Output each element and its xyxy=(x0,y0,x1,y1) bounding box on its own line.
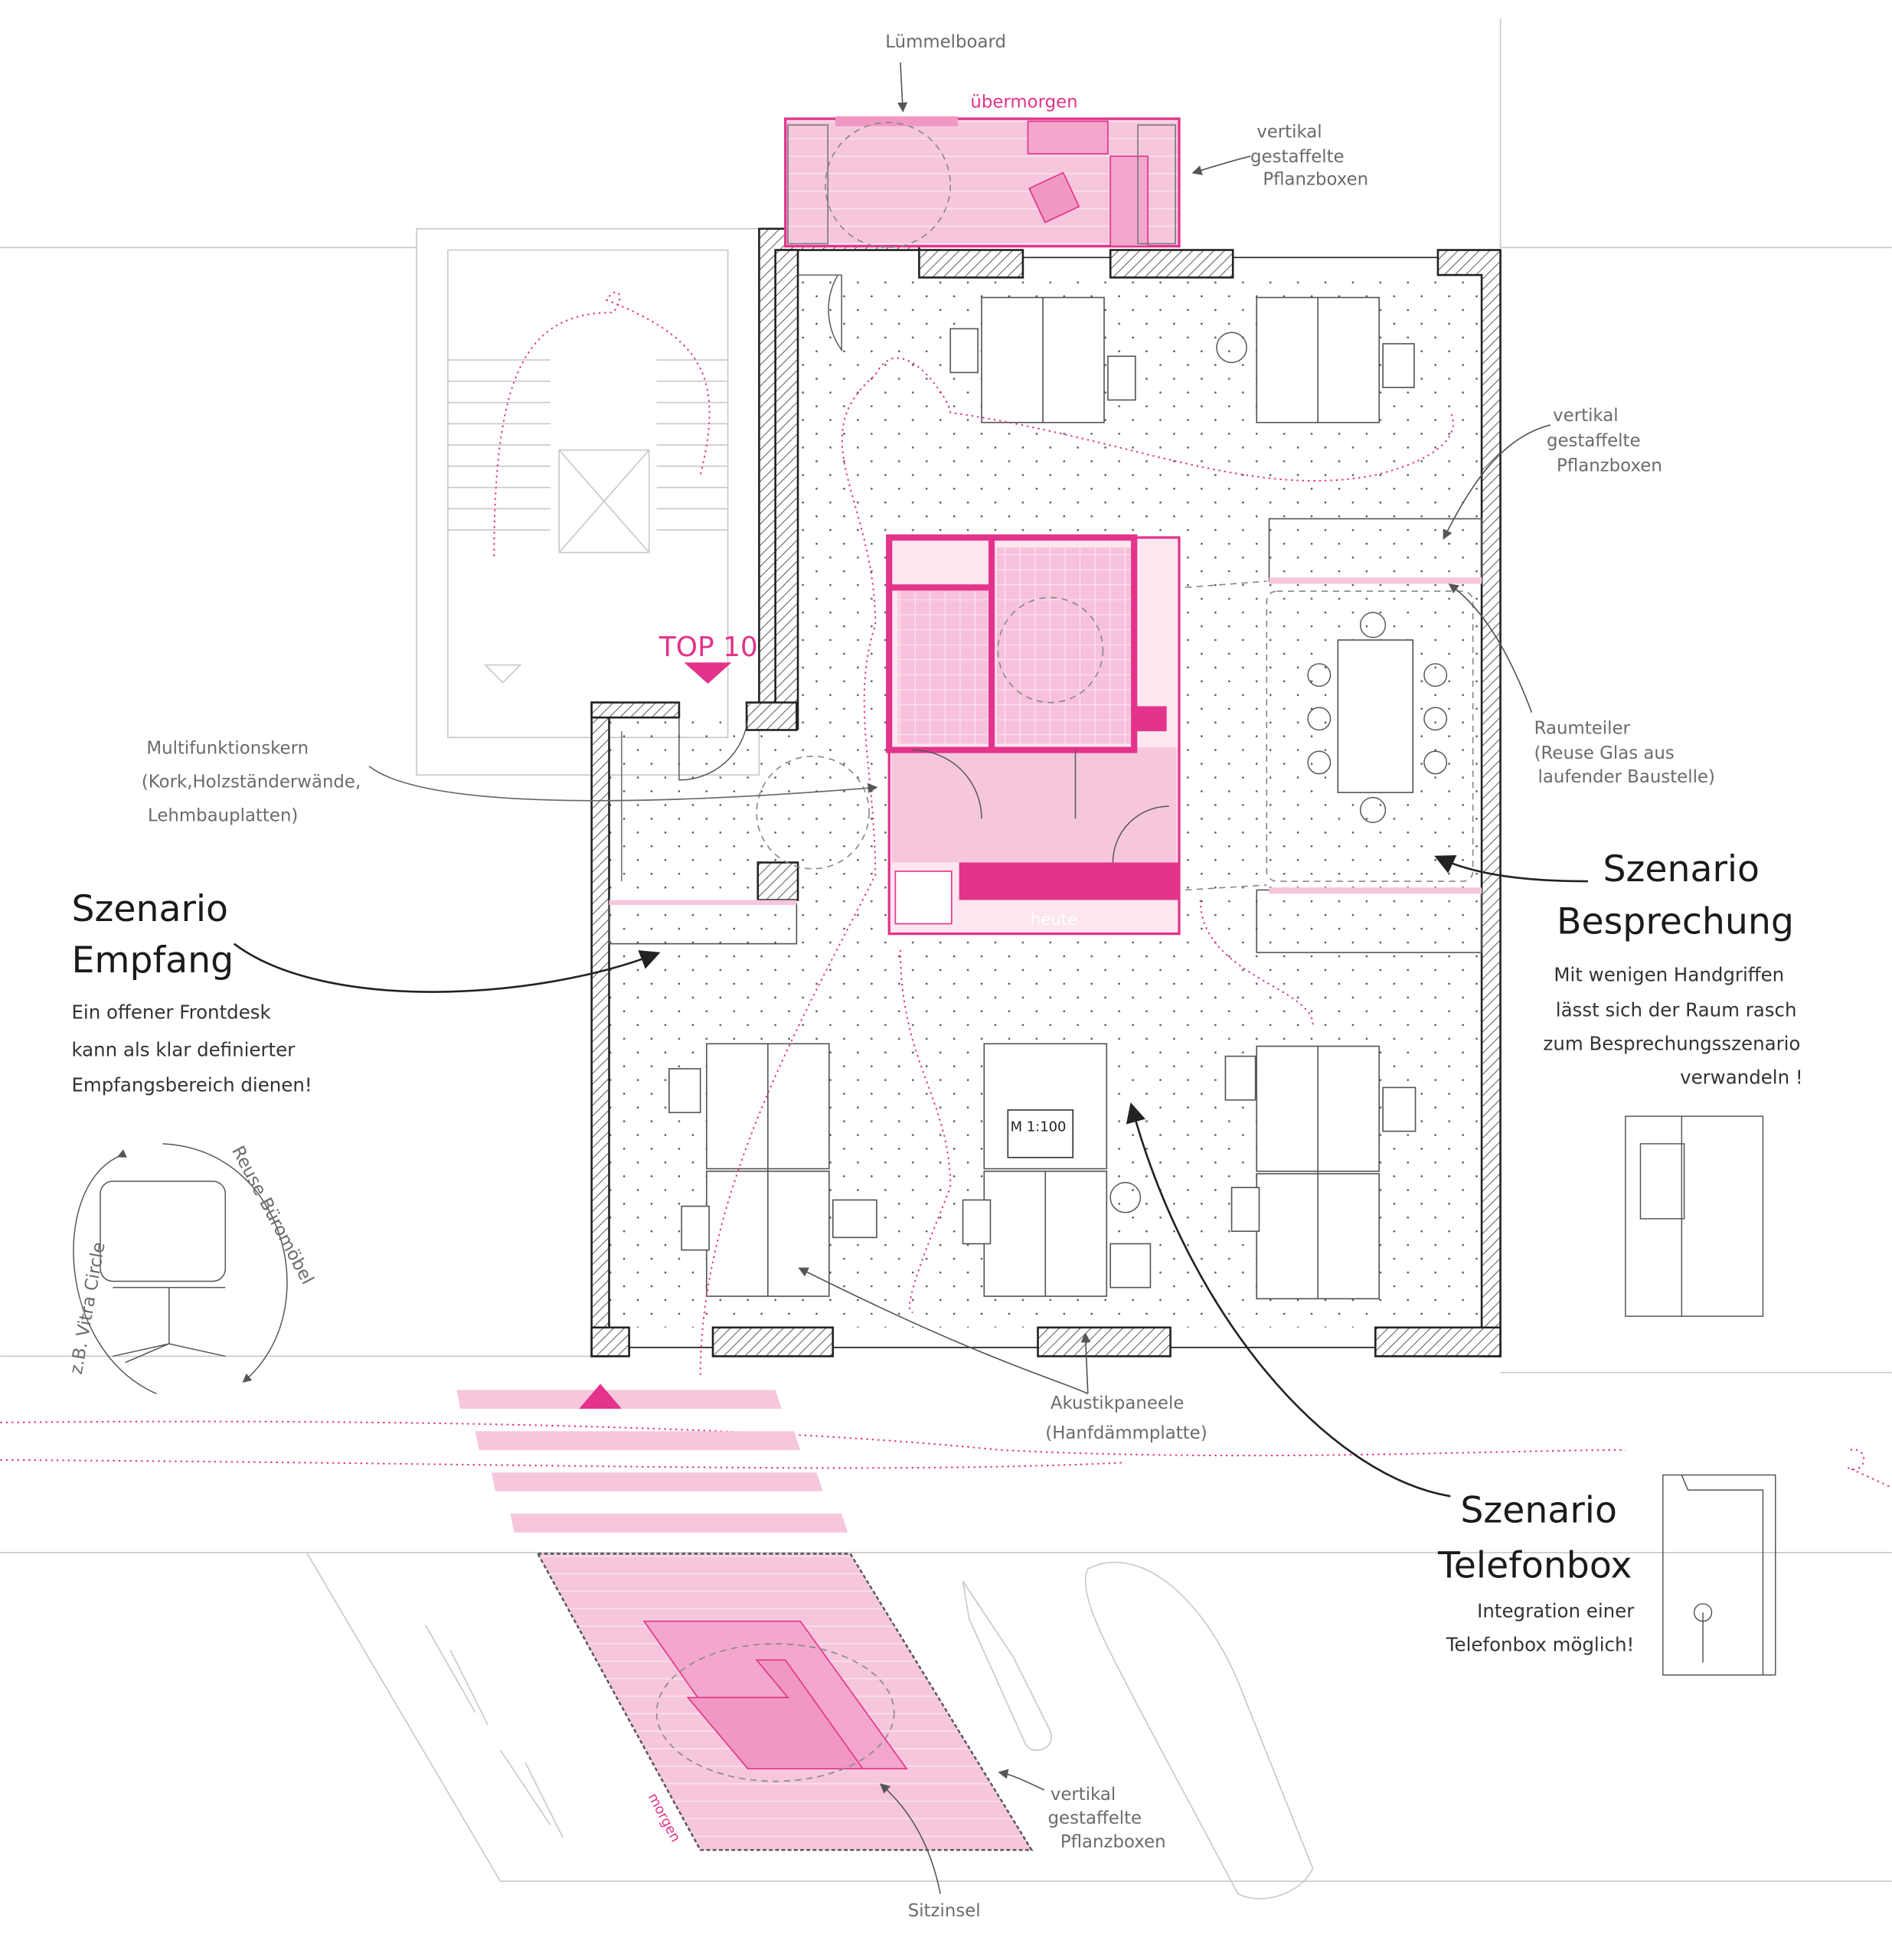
context-lines xyxy=(0,18,1892,1882)
sitzinsel xyxy=(536,1553,1034,1851)
stairwell xyxy=(416,227,760,776)
planter-boxes xyxy=(608,518,1482,953)
crosswalk xyxy=(456,1383,848,1533)
label-multifunktionskern: Multifunktionskern(Kork,Holzständerwände… xyxy=(142,738,361,825)
label-luemmelboard: Lümmelboard xyxy=(885,32,1006,52)
scale-label: M 1:100 xyxy=(1011,1119,1067,1135)
label-akustik: Akustikpaneele(Hanfdämmplatte) xyxy=(1045,1393,1207,1443)
label-uebermorgen: übermorgen xyxy=(970,92,1077,112)
workstations xyxy=(668,296,1417,1300)
stairs xyxy=(447,359,728,531)
circulation-path xyxy=(699,357,1454,1375)
meeting-area xyxy=(1185,580,1474,891)
luemmelboard xyxy=(784,116,1181,249)
label-top10: TOP 10 xyxy=(658,632,758,663)
multifunction-core xyxy=(756,534,1181,936)
label-vitra: z.B. Vitra Circle xyxy=(67,1240,109,1376)
chair-sketch xyxy=(73,1143,288,1395)
entrance-arrow xyxy=(579,1383,622,1409)
walls xyxy=(590,227,1502,1357)
elevator xyxy=(558,449,650,554)
phone-booth-sketch xyxy=(1662,1474,1776,1676)
leader-lines xyxy=(233,62,1588,1894)
label-heute: heute xyxy=(1031,910,1077,929)
label-sitzinsel: Sitzinsel xyxy=(908,1901,981,1921)
room-divider-sketch xyxy=(1625,1116,1764,1317)
label-reuse-moebel: Reuse Büromöbel xyxy=(227,1143,317,1288)
vehicles xyxy=(424,1561,1314,1900)
